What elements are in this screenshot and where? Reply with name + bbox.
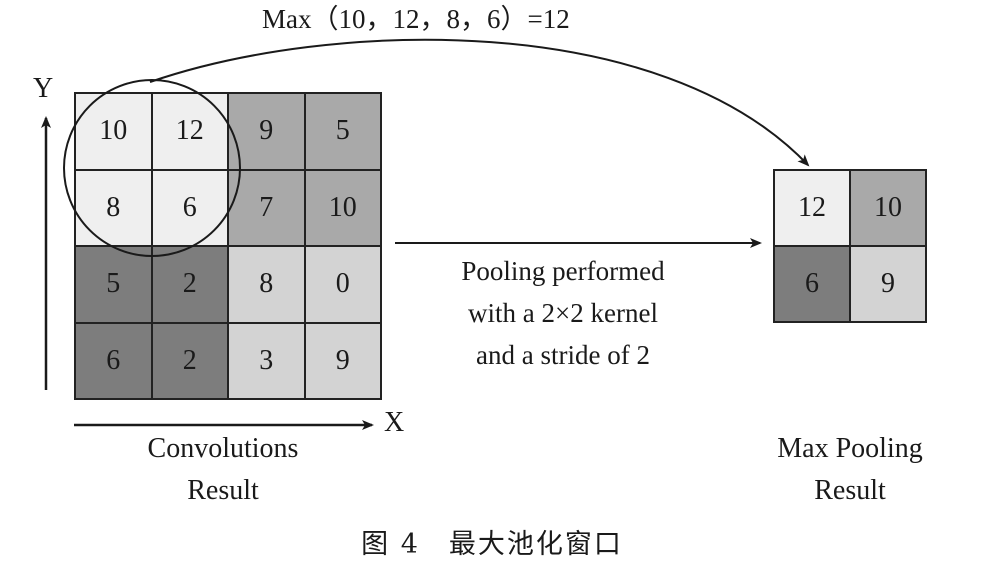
pooling-description-line: and a stride of 2 xyxy=(476,340,650,370)
input-cell: 10 xyxy=(305,170,380,245)
input-cell: 6 xyxy=(152,170,227,245)
x-axis-label: X xyxy=(384,407,405,438)
input-cell: 9 xyxy=(229,94,304,169)
convolutions-result-label: Convolutions Result xyxy=(108,428,338,512)
output-cell: 10 xyxy=(851,171,925,245)
input-cell: 3 xyxy=(229,323,304,398)
convolution-result-grid: 10 12 9 5 8 6 7 10 5 2 8 0 6 2 3 9 xyxy=(74,92,382,400)
pooling-description: Pooling performed with a 2×2 kernel and … xyxy=(408,250,718,376)
y-axis-label: Y xyxy=(33,73,54,104)
output-cell: 9 xyxy=(851,247,925,321)
input-cell: 8 xyxy=(76,170,151,245)
input-cell: 12 xyxy=(152,94,227,169)
max-pooling-result-grid: 12 10 6 9 xyxy=(773,169,927,323)
max-formula: Max（10，12，8，6）=12 xyxy=(262,4,570,34)
input-cell: 9 xyxy=(305,323,380,398)
pooling-description-line: Pooling performed xyxy=(461,256,665,286)
max-pooling-result-label: Max Pooling Result xyxy=(740,428,960,512)
max-pooling-result-line: Max Pooling xyxy=(777,433,923,464)
convolutions-result-line: Convolutions xyxy=(147,433,299,464)
output-cell: 6 xyxy=(775,247,849,321)
input-cell: 8 xyxy=(229,247,304,322)
figure-caption: 图 4 最大池化窗口 xyxy=(361,529,623,560)
input-cell: 7 xyxy=(229,170,304,245)
max-pooling-result-line: Result xyxy=(814,475,886,506)
output-cell: 12 xyxy=(775,171,849,245)
input-cell: 6 xyxy=(76,323,151,398)
pooling-description-line: with a 2×2 kernel xyxy=(468,298,658,328)
input-cell: 0 xyxy=(305,247,380,322)
input-cell: 2 xyxy=(152,323,227,398)
input-cell: 10 xyxy=(76,94,151,169)
input-cell: 5 xyxy=(305,94,380,169)
convolutions-result-line: Result xyxy=(187,475,259,506)
input-cell: 5 xyxy=(76,247,151,322)
input-cell: 2 xyxy=(152,247,227,322)
